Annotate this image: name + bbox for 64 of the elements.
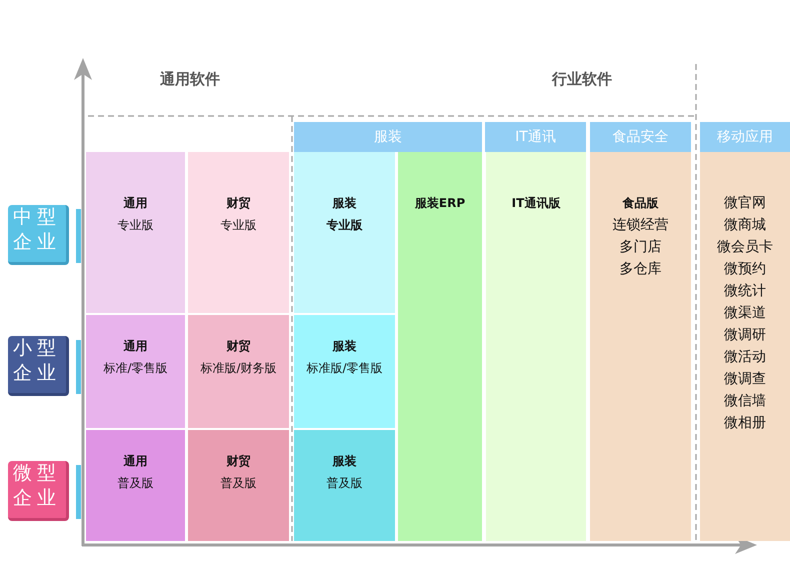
- edition-name: 专业版: [116, 217, 154, 234]
- product-cell: [188, 430, 289, 541]
- product-name: 财贸: [226, 338, 252, 355]
- category-header: [590, 122, 691, 152]
- feature-item: 微活动: [723, 348, 767, 367]
- product-cell: [398, 152, 482, 541]
- edition-name: 专业版: [220, 217, 258, 234]
- feature-item: 连锁经营: [612, 216, 670, 235]
- product-name: 服装: [331, 453, 358, 470]
- edition-name: 专业版: [326, 217, 364, 234]
- enterprise-size-label: 微型企业: [13, 462, 61, 509]
- category-header: [294, 122, 482, 152]
- feature-item: 微预约: [723, 260, 767, 279]
- edition-name: 标准版/零售版: [305, 360, 384, 377]
- product-cell: [188, 315, 289, 428]
- enterprise-size-tab: [8, 336, 69, 396]
- category-title: 食品安全: [612, 128, 670, 147]
- feature-item: 微商城: [723, 216, 767, 235]
- category-header: [485, 122, 586, 152]
- feature-item: 多仓库: [618, 260, 662, 279]
- feature-item: 微统计: [723, 282, 767, 301]
- feature-item: 微调研: [723, 326, 767, 345]
- feature-item: 微渠道: [723, 304, 767, 323]
- product-cell: [294, 315, 395, 428]
- product-name: 财贸: [226, 195, 252, 212]
- product-column: [590, 152, 691, 541]
- feature-item: 多门店: [618, 238, 662, 257]
- enterprise-size-tab: [8, 205, 69, 265]
- section-heading: 行业软件: [552, 70, 612, 89]
- product-name: 通用: [122, 338, 148, 355]
- edition-name: 普及版: [116, 475, 154, 492]
- product-name: 服装ERP: [414, 195, 466, 212]
- feature-item: 微信墙: [723, 392, 767, 411]
- feature-item: 微相册: [723, 414, 767, 433]
- category-header: [700, 122, 790, 152]
- product-cell: [486, 152, 586, 541]
- product-cell: [86, 315, 185, 428]
- category-title: IT通讯: [514, 128, 557, 147]
- product-cell: [294, 430, 395, 541]
- product-name: 财贸: [226, 453, 252, 470]
- category-title: 移动应用: [716, 128, 774, 147]
- enterprise-size-label: 小型企业: [13, 337, 61, 384]
- edition-name: 普及版: [220, 475, 258, 492]
- edition-name: 标准/零售版: [102, 360, 169, 377]
- edition-name: 标准版/财务版: [199, 360, 278, 377]
- enterprise-size-label: 中型企业: [13, 206, 61, 253]
- edition-name: 普及版: [326, 475, 364, 492]
- product-name: 服装: [331, 338, 358, 355]
- enterprise-size-tab: [8, 461, 69, 521]
- product-name: IT通讯版: [510, 195, 562, 212]
- feature-item: 微官网: [723, 194, 767, 213]
- product-cell: [86, 430, 185, 541]
- category-title: 服装: [373, 128, 403, 147]
- product-name: 通用: [122, 195, 148, 212]
- product-cell: [86, 152, 185, 313]
- section-heading: 通用软件: [160, 70, 220, 89]
- feature-item: 微会员卡: [716, 238, 774, 257]
- product-column: [700, 152, 790, 541]
- product-name: 通用: [122, 453, 148, 470]
- product-name: 食品版: [622, 195, 660, 212]
- product-cell: [188, 152, 289, 313]
- feature-item: 微调查: [723, 370, 767, 389]
- product-cell: [294, 152, 395, 313]
- product-name: 服装: [331, 195, 358, 212]
